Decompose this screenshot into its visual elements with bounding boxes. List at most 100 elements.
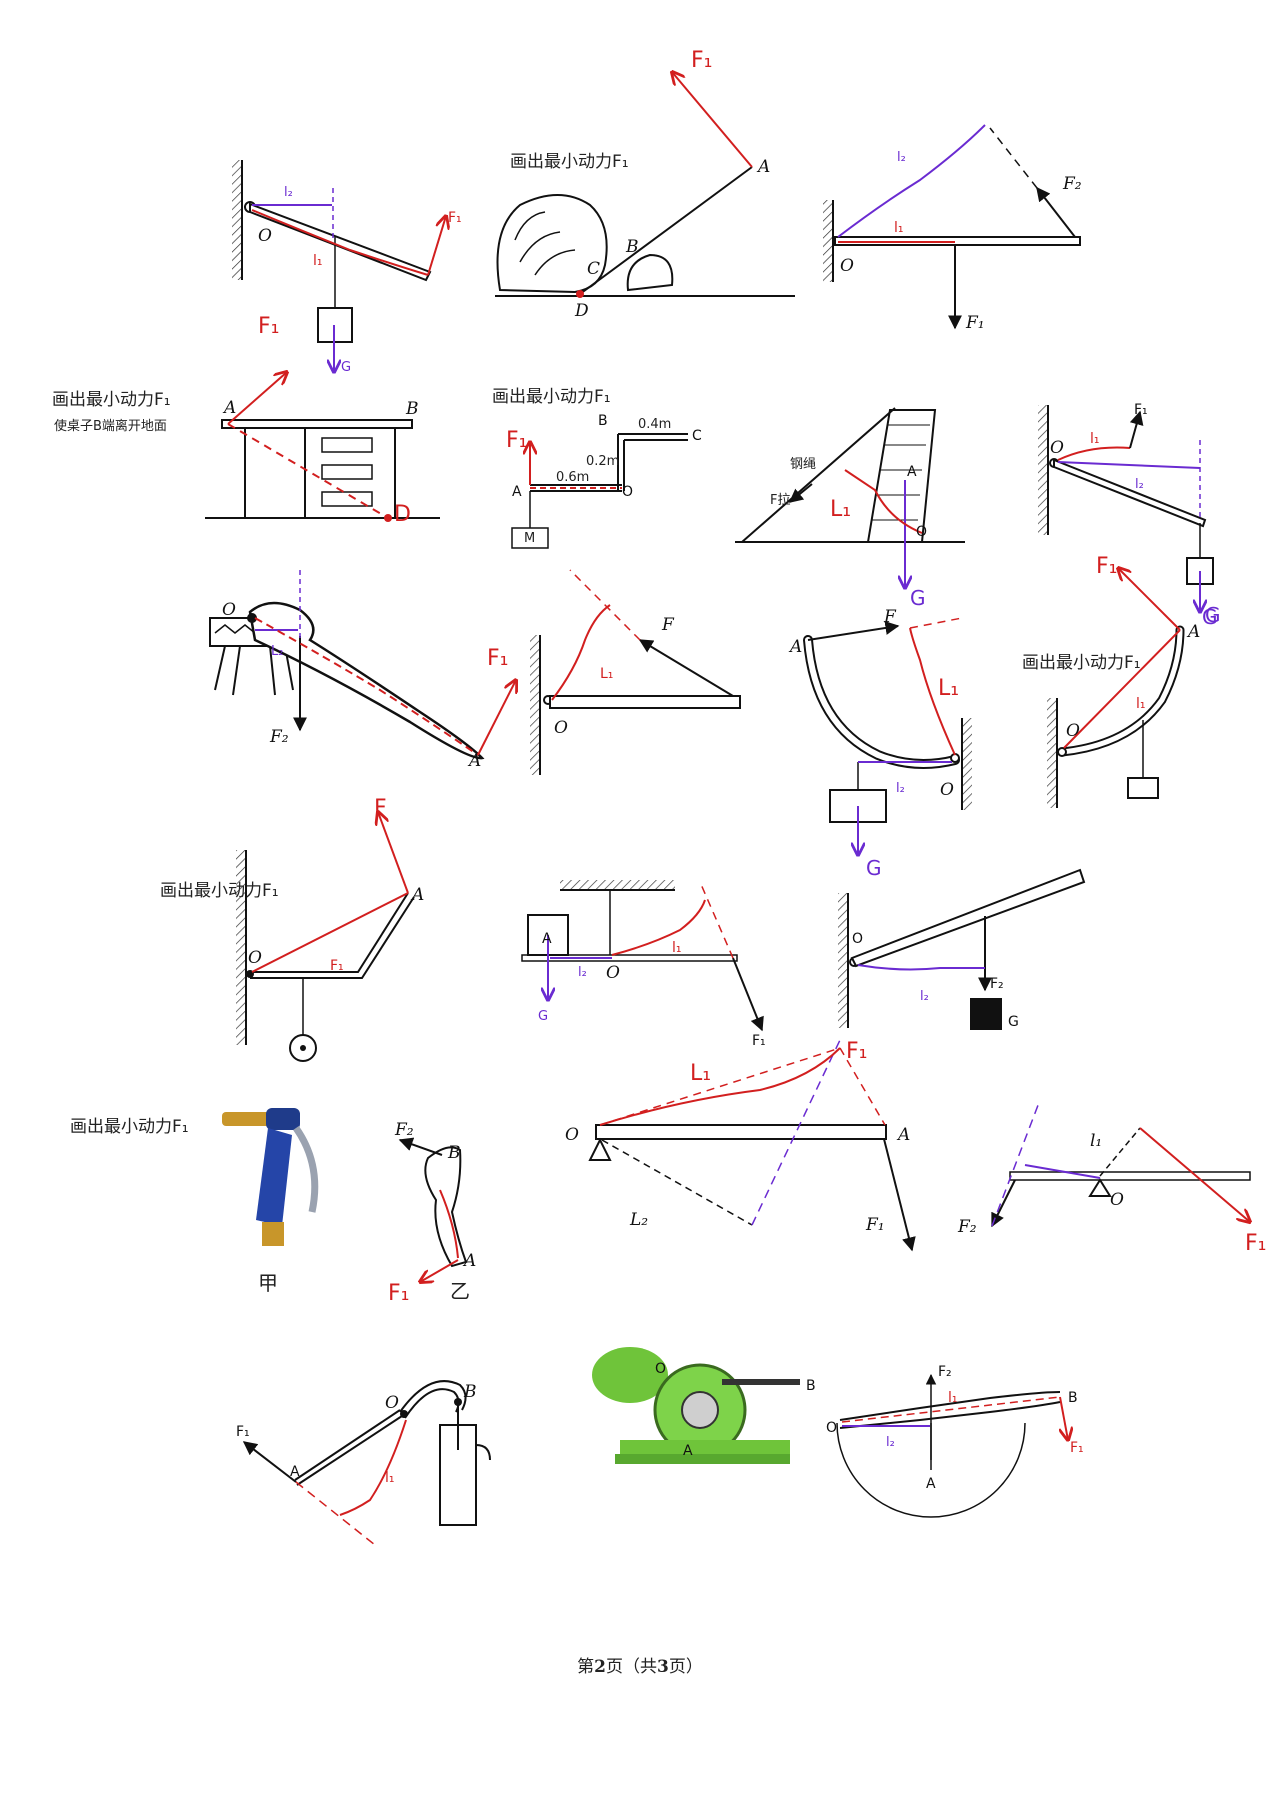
point-label-a: A — [410, 885, 424, 905]
pivot-label: O — [258, 226, 272, 246]
diagram-pliers: O F₂ A F₁ L₂ — [209, 570, 516, 771]
force-label-f2: F₂ — [269, 727, 289, 747]
pivot-label: O — [1066, 721, 1080, 741]
diagram-crowbar-rock: 画出最小动力F₁ F₁ A B C D — [495, 48, 795, 321]
force-label-f2: F₂ — [957, 1217, 977, 1237]
point-label-a: A — [467, 751, 481, 771]
force-label-f: F — [661, 615, 675, 635]
cable-label: 钢绳 — [790, 457, 816, 472]
point-label-b: B — [806, 1378, 816, 1394]
pivot-label: O — [554, 718, 568, 738]
arm-label-l2: L₂ — [271, 644, 283, 659]
diagram-desk: 画出最小动力F₁ 使桌子B端离开地面 F₁ A B D — [52, 314, 440, 527]
arm-label-l1: L₁ — [830, 497, 851, 522]
force-label-f: F — [374, 796, 387, 821]
pivot-label: O — [222, 600, 236, 620]
arm-label-l2: l₂ — [897, 150, 906, 165]
point-label-a: A — [462, 1251, 476, 1271]
point-label-a: A — [896, 1125, 910, 1145]
weight-label-g: G — [910, 586, 926, 610]
force-label-f1: F₁ — [506, 428, 527, 453]
pivot-label: O — [248, 948, 262, 968]
pivot-label: O — [565, 1125, 579, 1145]
arm-label-l2: L₂ — [629, 1210, 648, 1230]
diagram-bent-rod-mass: 画出最小动力F₁ F₁ A O B C M 0.4m 0.2m 0.6m — [492, 387, 702, 549]
pivot-label: O — [655, 1361, 666, 1377]
force-label-f2: F₂ — [1062, 174, 1082, 194]
arm-label-l2: l₂ — [1135, 477, 1144, 492]
pivot-label: O — [385, 1393, 399, 1413]
diagram-hanging-rod: F₁ O l₁ l₂ G — [1038, 402, 1221, 627]
point-label-b: B — [405, 399, 419, 419]
instruction-min-force: 画出最小动力F₁ — [492, 387, 611, 407]
diagram-curved-rod-box: 画出最小动力F₁ F₁ A O l₁ G — [1022, 554, 1218, 808]
point-label-a: A — [926, 1476, 936, 1492]
arm-label-l1: L₁ — [690, 1061, 711, 1086]
force-label-f2: F₂ — [938, 1364, 952, 1380]
point-label-c: C — [692, 428, 702, 444]
arm-label-l1: l₁ — [313, 253, 323, 269]
pivot-label: O — [606, 963, 620, 983]
force-label-f1: F₁ — [752, 1033, 766, 1049]
diagram-pump-handle: F₁ A O B l₁ — [236, 1380, 491, 1546]
arm-label-l2: l₂ — [284, 185, 293, 200]
instruction-min-force: 画出最小动力F₁ — [1022, 653, 1141, 673]
arm-label-l2: l₂ — [578, 965, 587, 980]
diagram-wall-shelf: F O L₁ — [530, 569, 741, 775]
force-label-f1: F₁ — [448, 210, 462, 226]
total-pages-number: 3 — [657, 1657, 669, 1677]
force-label-f1: F₁ — [388, 1281, 409, 1306]
diagram-inclined-plank: O F₂ G l₂ — [838, 868, 1086, 1030]
pivot-label: O — [622, 484, 633, 500]
instruction-min-force: 画出最小动力F₁ — [70, 1117, 189, 1137]
pivot-label: O — [852, 931, 863, 947]
diagram-beam-oa: O A F₁ L₂ L₁ F₁ — [565, 1039, 916, 1252]
weight-label-g: G — [866, 856, 882, 880]
pivot-label: O — [916, 524, 927, 540]
weight-label-g: G — [1205, 603, 1221, 627]
point-label-c: C — [587, 259, 600, 279]
force-label-f1: F₁ — [691, 48, 712, 73]
diagram-leaning-tower: 钢绳 F拉 A O L₁ G — [735, 407, 965, 610]
diagram-wall-lever-weight: O l₂ l₁ F₁ G — [232, 160, 462, 375]
point-label-a: A — [788, 637, 802, 657]
point-label-b: B — [447, 1143, 461, 1163]
force-label-f1: F₁ — [1096, 554, 1117, 579]
weight-label-g: G — [538, 1009, 548, 1024]
cutoff-saw-photo: O B A — [592, 1347, 816, 1464]
weight-label-g: G — [1008, 1014, 1019, 1030]
force-label-f: F — [883, 607, 897, 627]
point-label-a: A — [907, 464, 917, 480]
point-label-a: A — [683, 1443, 693, 1459]
force-label-f1: F₁ — [965, 313, 985, 333]
point-label-a: A — [222, 398, 236, 418]
force-label-f2: F₂ — [394, 1120, 414, 1140]
arm-label-l1: F₁ — [330, 958, 344, 974]
point-label-a: A — [756, 157, 770, 177]
point-label-a: A — [1186, 622, 1200, 642]
arm-label-l1: L₁ — [938, 676, 959, 701]
pivot-label: O — [1050, 438, 1064, 458]
point-label-b: B — [463, 1382, 477, 1402]
dimension-0-6m: 0.6m — [556, 470, 589, 485]
diagram-curved-bracket: A F O L₁ l₂ G — [788, 607, 972, 880]
force-label-f2: F₂ — [990, 976, 1004, 992]
pivot-label: O — [840, 256, 854, 276]
diagram-semicircle-lever: O B A F₂ F₁ l₁ l₂ — [826, 1364, 1084, 1518]
point-label-a: A — [512, 484, 522, 500]
point-label-a: A — [290, 1464, 300, 1480]
arm-label-l1: l₁ — [1090, 431, 1100, 447]
force-label-f1: F₁ — [865, 1215, 885, 1235]
instruction-lift-table: 使桌子B端离开地面 — [54, 418, 167, 434]
point-label-b: B — [1068, 1390, 1078, 1406]
arm-label-l1: l₁ — [385, 1470, 395, 1486]
point-label-d: D — [574, 301, 589, 321]
page-footer: 第2页（共3页） — [577, 1657, 703, 1677]
diagram-bent-lever-weight: 画出最小动力F₁ F A O F₁ — [160, 796, 424, 1062]
point-label-b: B — [598, 413, 608, 429]
current-page-number: 2 — [594, 1657, 606, 1677]
force-label-f1: F₁ — [1245, 1231, 1266, 1256]
force-label-f1: F₁ — [487, 646, 508, 671]
